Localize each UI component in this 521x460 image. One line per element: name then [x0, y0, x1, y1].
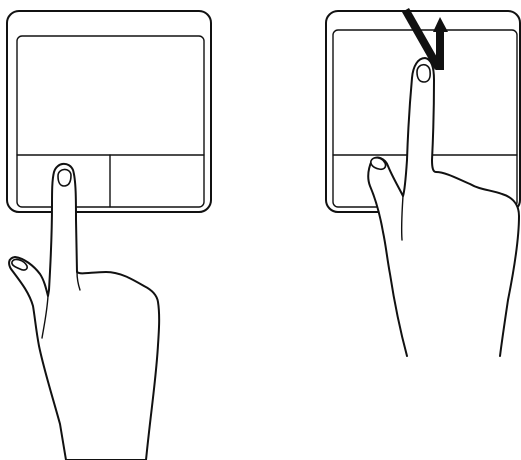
right-fingernail: [417, 65, 430, 82]
right-figure: [326, 8, 520, 356]
left-figure: [7, 11, 211, 460]
left-fingernail: [58, 169, 71, 186]
arrow-shaft: [436, 30, 444, 70]
